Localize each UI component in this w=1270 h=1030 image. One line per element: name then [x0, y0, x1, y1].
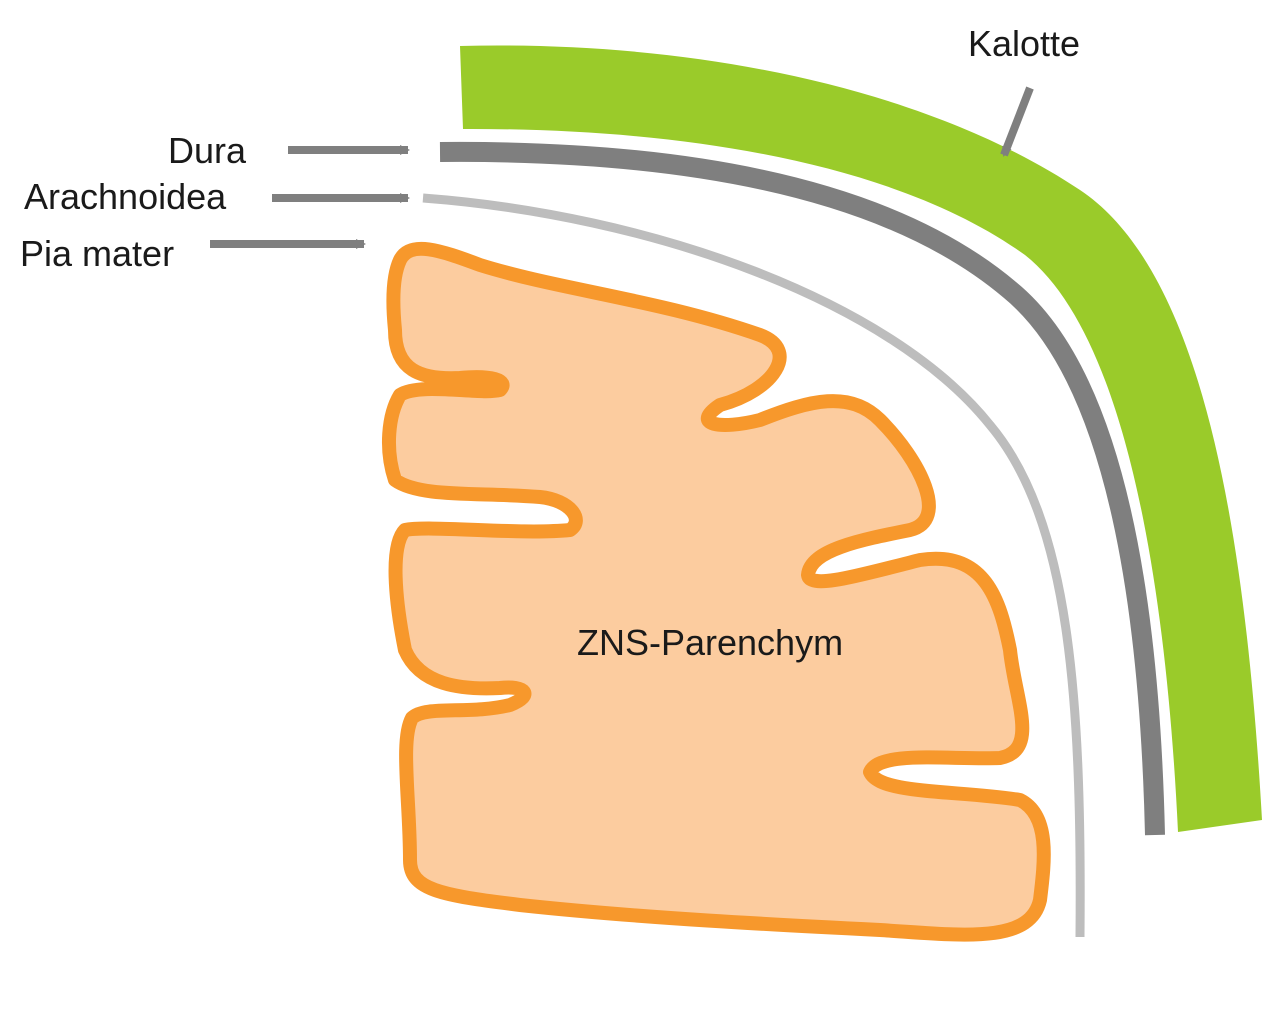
arachnoid-layer: [422, 193, 1085, 938]
parenchyma-shape: [381, 241, 1051, 942]
parenchyma-label: ZNS-Parenchym: [577, 622, 843, 663]
skull-band: [460, 45, 1262, 833]
pia-label: Pia mater: [20, 233, 174, 274]
dura-layer: [439, 141, 1165, 836]
dura-label: Dura: [168, 130, 247, 171]
arachnoid-label: Arachnoidea: [24, 176, 227, 217]
skull-label: Kalotte: [968, 23, 1080, 64]
skull-arrow: [1000, 86, 1034, 157]
